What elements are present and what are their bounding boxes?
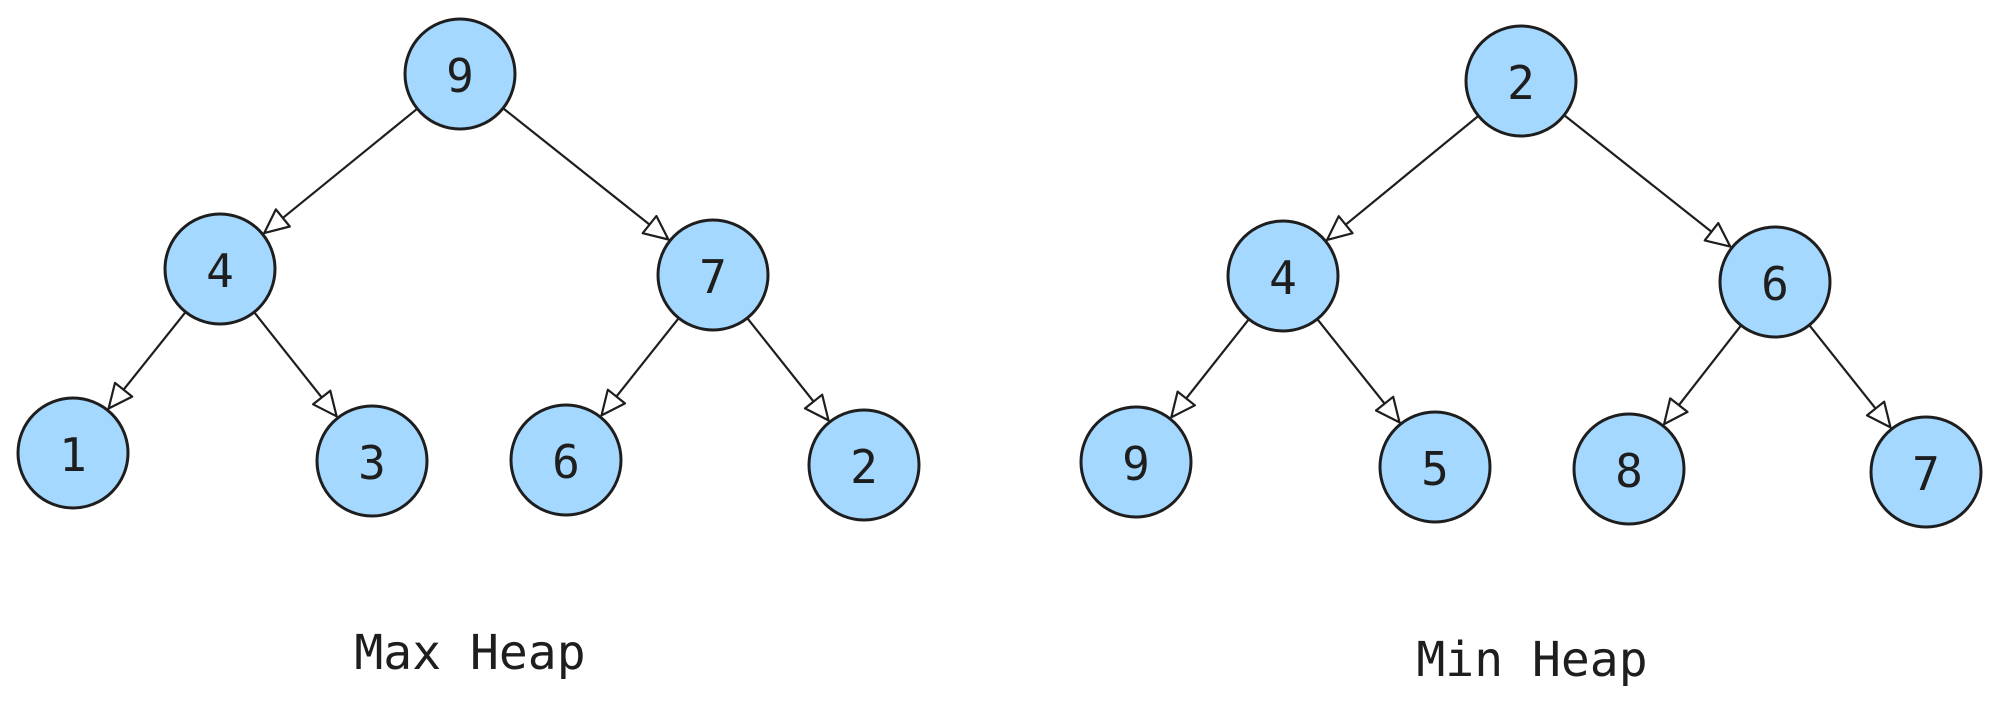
arrowhead-icon [1865,400,1892,429]
max-heap-edge-m1-m4 [253,311,338,418]
node-circle [403,17,517,131]
max-heap-caption: Max Heap [354,625,586,681]
min-heap-edge-n2-n6 [1808,324,1892,429]
min-heap-edge-n1-n3 [1170,318,1250,419]
min-heap-node-n5: 8 [1572,412,1686,526]
max-heap-node-m4: 3 [315,404,429,518]
node-label: 9 [446,49,474,103]
node-circle [807,408,921,522]
max-heap-node-m0: 9 [403,17,517,131]
node-label: 1 [59,428,87,482]
node-circle [1572,412,1686,526]
edges-layer [107,107,1892,429]
node-circle [1464,24,1578,138]
node-circle [1718,225,1832,339]
node-label: 6 [1761,257,1789,311]
arrowhead-icon [600,388,627,417]
arrowhead-icon [107,381,134,410]
node-circle [1226,219,1340,333]
arrowhead-icon [263,208,291,235]
min-heap-node-n0: 2 [1464,24,1578,138]
node-label: 2 [1507,56,1535,110]
max-heap-node-m1: 4 [163,212,277,326]
nodes-layer: 9 4 7 1 3 6 2 2 4 6 9 5 8 7 [16,17,1983,529]
min-heap-node-n6: 7 [1869,415,1983,529]
node-label: 6 [552,435,580,489]
arrowhead-icon [1703,222,1732,248]
node-label: 5 [1421,442,1449,496]
arrowhead-icon [1662,397,1689,426]
max-heap-edge-m1-m3 [107,311,187,410]
node-label: 3 [358,436,386,490]
arrowhead-icon [1374,395,1401,424]
node-label: 9 [1122,437,1150,491]
min-heap-edge-n1-n4 [1316,318,1401,424]
max-heap-edge-m2-m5 [600,317,680,417]
max-heap-node-m3: 1 [16,396,130,510]
min-heap-edge-n0-n1 [1325,115,1480,241]
node-circle [1079,405,1193,519]
arrowhead-icon [1170,390,1197,419]
node-circle [315,404,429,518]
min-heap-node-n2: 6 [1718,225,1832,339]
node-label: 8 [1615,444,1643,498]
min-heap-node-n3: 9 [1079,405,1193,519]
min-heap-edge-n0-n2 [1563,114,1732,248]
max-heap-node-m2: 7 [656,218,770,332]
arrowhead-icon [803,393,830,422]
node-circle [509,403,623,517]
arrowhead-icon [641,214,670,241]
node-label: 7 [699,250,727,304]
max-heap-node-m6: 2 [807,408,921,522]
min-heap-node-n4: 5 [1378,410,1492,524]
arrowhead-icon [312,389,338,418]
min-heap-node-n1: 4 [1226,219,1340,333]
node-label: 7 [1912,447,1940,501]
node-circle [1869,415,1983,529]
max-heap-edge-m0-m2 [502,107,670,241]
max-heap-edge-m0-m1 [263,107,419,235]
arrowhead-icon [1325,215,1354,241]
max-heap-node-m5: 6 [509,403,623,517]
node-label: 4 [206,244,234,298]
min-heap-caption: Min Heap [1416,632,1648,688]
node-label: 4 [1269,251,1297,305]
min-heap-edge-n2-n5 [1662,324,1743,426]
node-circle [1378,410,1492,524]
node-circle [656,218,770,332]
node-label: 2 [850,440,878,494]
node-circle [16,396,130,510]
node-circle [163,212,277,326]
max-heap-edge-m2-m6 [746,317,830,422]
